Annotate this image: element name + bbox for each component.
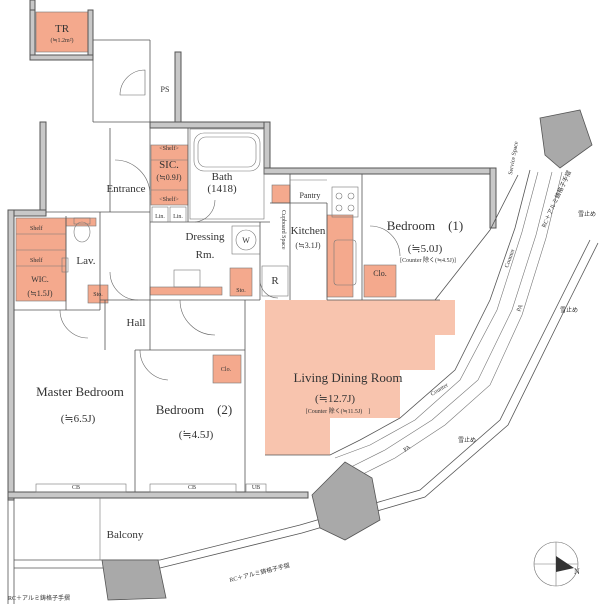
wic-label: WIC. [31,275,49,284]
sic-label: SIC. [159,159,179,171]
wall-top-stub [29,0,36,11]
stop-label-3: 雪止め [458,436,476,444]
pantry-label: Pantry [300,191,321,200]
wic-shelf-1: Shelf [30,225,43,232]
hall-label: Hall [127,317,146,329]
stop-label-1: 雪止め [578,210,596,218]
pa-label-2: PA [516,303,524,312]
wall-ps-right [174,51,182,123]
bath-size: (1418) [207,183,237,195]
column-bottom-mid [311,461,381,541]
clo2-box [212,354,242,384]
sto-dress-label: Sto. [236,288,246,294]
bedroom2-label: Bedroom (2) [156,402,233,417]
living-label: Living Dining Room [293,370,402,385]
bath-label: Bath [212,171,233,183]
master-label: Master Bedroom [36,384,124,399]
dressing-sub: Rm. [196,249,215,261]
clo1-box [363,264,397,298]
dressing-label: Dressing [185,231,225,243]
tr-area: (≒1.2m²) [51,37,74,44]
living-note: [Counter 除く(≒11.5J) ] [306,407,370,415]
wall-tr-bottom [29,54,94,61]
wall-left [7,209,15,501]
compass-label: N [574,567,580,576]
wall-bath-right [263,121,271,175]
sto-hall-label: Sto. [93,292,103,298]
compass-arrow-icon [556,556,574,572]
wall-tr-right [87,9,94,56]
cb-label-1: CB [72,485,80,491]
stop-label-2: 雪止め [560,306,578,314]
wall-entrance-left [39,121,47,213]
master-area: (≒6.5J) [61,413,96,425]
pa-label-1: PA [403,444,413,453]
rail-label-3: RC＋アルミ鋳格子手摺 [8,594,70,602]
wall-tr-left [29,9,36,56]
ub-label: UB [252,485,260,491]
living-area: (≒12.7J) [315,393,355,405]
rail-label-1: RC＋アルミ鋳格子手摺 [540,169,573,229]
wall-service-left [489,167,497,229]
lin2-label: Lin. [173,214,183,220]
clo1-label: Clo. [373,269,387,278]
cb-label-2: CB [188,485,196,491]
sto-hall-box [87,284,109,304]
counter-label-1: Counter [430,382,450,397]
washer-label: W [242,236,250,245]
wic-shelf-2: Shelf [30,257,43,264]
pantry-box [271,184,291,204]
wall-bath-top [149,121,271,129]
bedroom1-note: [Counter 除く(≒4.5J)] [400,256,456,264]
cupboard-label: Cupboard Space [280,210,286,250]
kitchen-area: (≒3.1J) [295,241,320,250]
ps-label: PS [161,85,170,94]
wall-kitchen-top [263,167,495,175]
lin1-label: Lin. [155,214,165,220]
rail-label-2: RC＋アルミ鋳格子手摺 [229,561,291,584]
wic-area: (≒1.5J) [27,289,52,298]
column-bottom-left [101,559,167,601]
sic-box [150,144,189,206]
tr-label: TR [55,23,70,35]
sto-dress-box [229,267,253,297]
refrigerator-label: R [271,275,279,287]
sic-shelf-bottom: <Shelf> [159,196,179,203]
bedroom2-area: (≒4.5J) [179,429,214,441]
entrance-label: Entrance [106,183,145,195]
column-top-right [539,109,593,169]
clo2-label: Clo. [221,367,232,373]
lav-label: Lav. [76,255,95,267]
counter-label-2: Counter [504,248,516,268]
kitchen-label: Kitchen [291,225,326,237]
balcony-label: Balcony [107,529,144,541]
living-floor-highlight [265,300,455,455]
sic-area: (≒0.9J) [156,173,181,182]
sic-shelf-top: <Shelf> [159,145,179,152]
tr-box [35,11,89,53]
bedroom1-label: Bedroom (1) [387,218,464,233]
wall-bottom [7,491,309,499]
bedroom1-area: (≒5.0J) [408,243,443,255]
service-label: Service Space [508,141,520,176]
kitchen-counter [326,214,354,298]
dressing-counter [149,286,223,296]
